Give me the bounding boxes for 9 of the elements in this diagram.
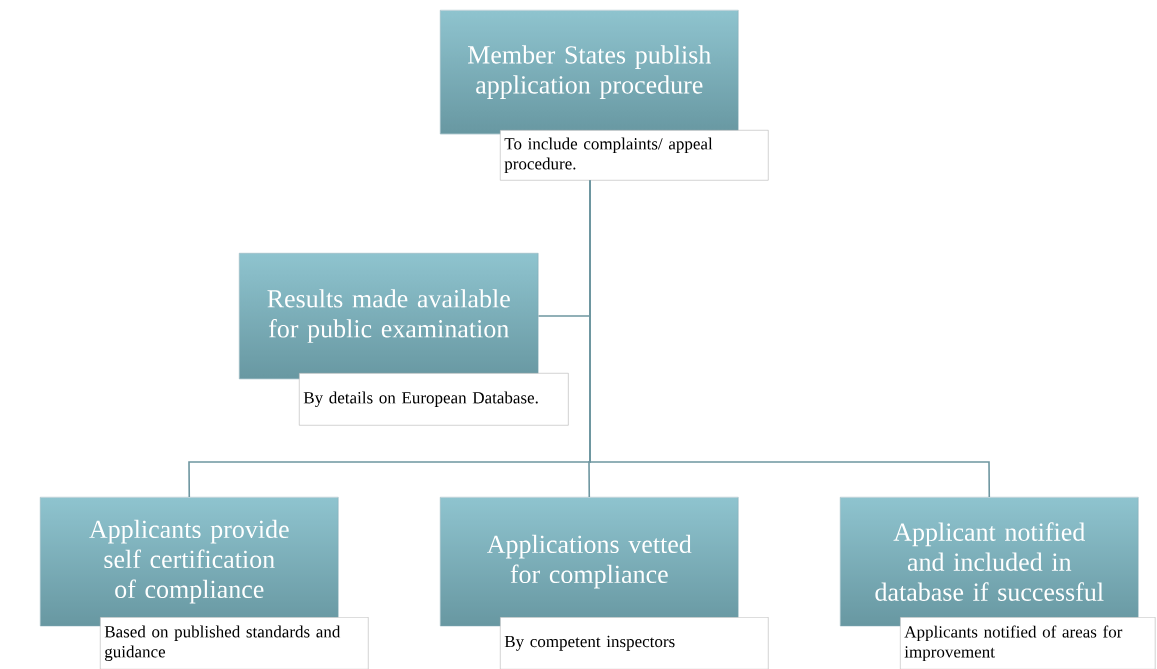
- process-box: Member States publish application procedure: [440, 10, 739, 135]
- note-box: By competent inspectors: [500, 617, 769, 669]
- note-box: Applicants notified of areas for improvement: [900, 617, 1156, 669]
- process-box: Applications vetted for compliance: [440, 497, 739, 627]
- note-box: Based on published standards and guidance: [100, 617, 369, 669]
- connector-line: [589, 179, 991, 498]
- note-box: To include complaints/ appeal procedure.: [500, 130, 769, 181]
- note-box: By details on European Database.: [299, 373, 569, 426]
- process-box: Results made available for public examination: [239, 253, 539, 380]
